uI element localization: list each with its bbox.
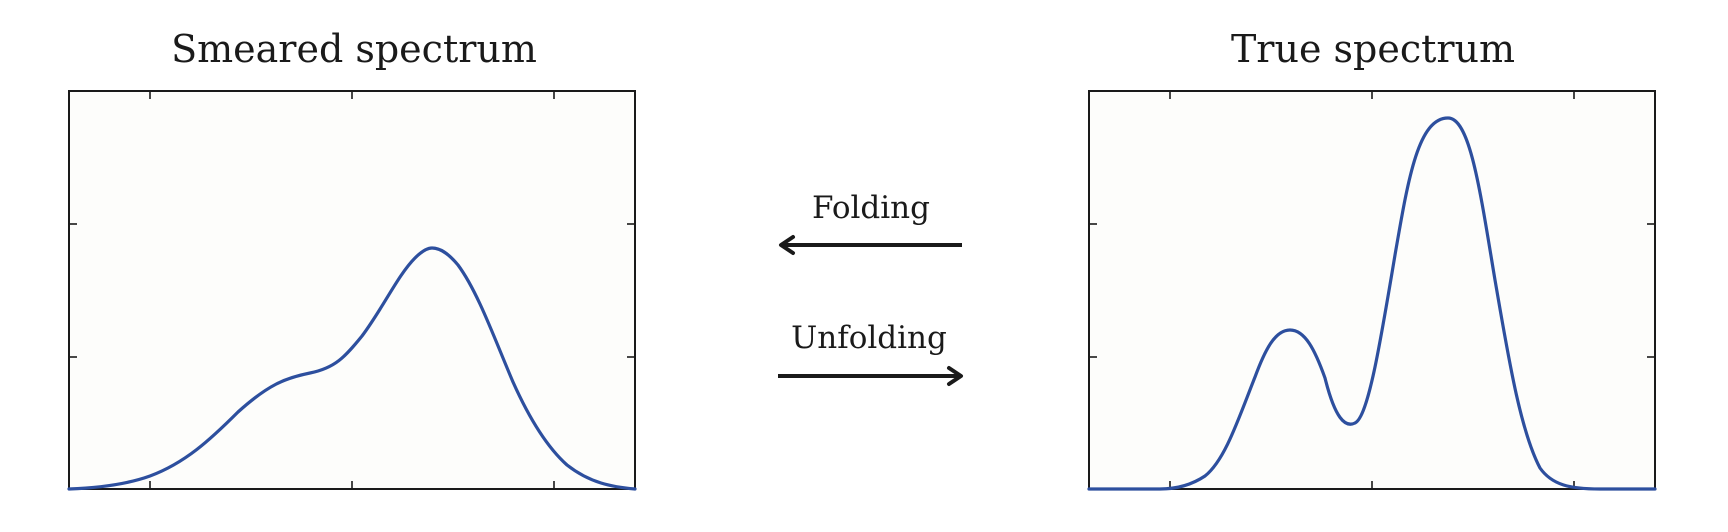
- smeared-spectrum-curve: [67, 246, 637, 491]
- true-spectrum-curve: [1087, 116, 1657, 491]
- smeared-plot-frame: [68, 90, 636, 490]
- arrow-right-icon: [947, 366, 963, 386]
- folding-label: Folding: [812, 190, 930, 226]
- arrow-left-icon: [779, 235, 795, 255]
- unfolding-label: Unfolding: [791, 320, 947, 356]
- folding-arrow-group: Folding: [779, 190, 962, 255]
- smeared-spectrum-panel: Smeared spectrum: [67, 27, 637, 491]
- true-plot-frame: [1088, 90, 1656, 490]
- true-spectrum-title: True spectrum: [1231, 27, 1515, 71]
- smeared-spectrum-title: Smeared spectrum: [171, 27, 537, 71]
- smeared-plot-ticks: [69, 91, 635, 489]
- unfolding-arrow-group: Unfolding: [778, 320, 963, 386]
- true-spectrum-panel: True spectrum: [1087, 27, 1657, 491]
